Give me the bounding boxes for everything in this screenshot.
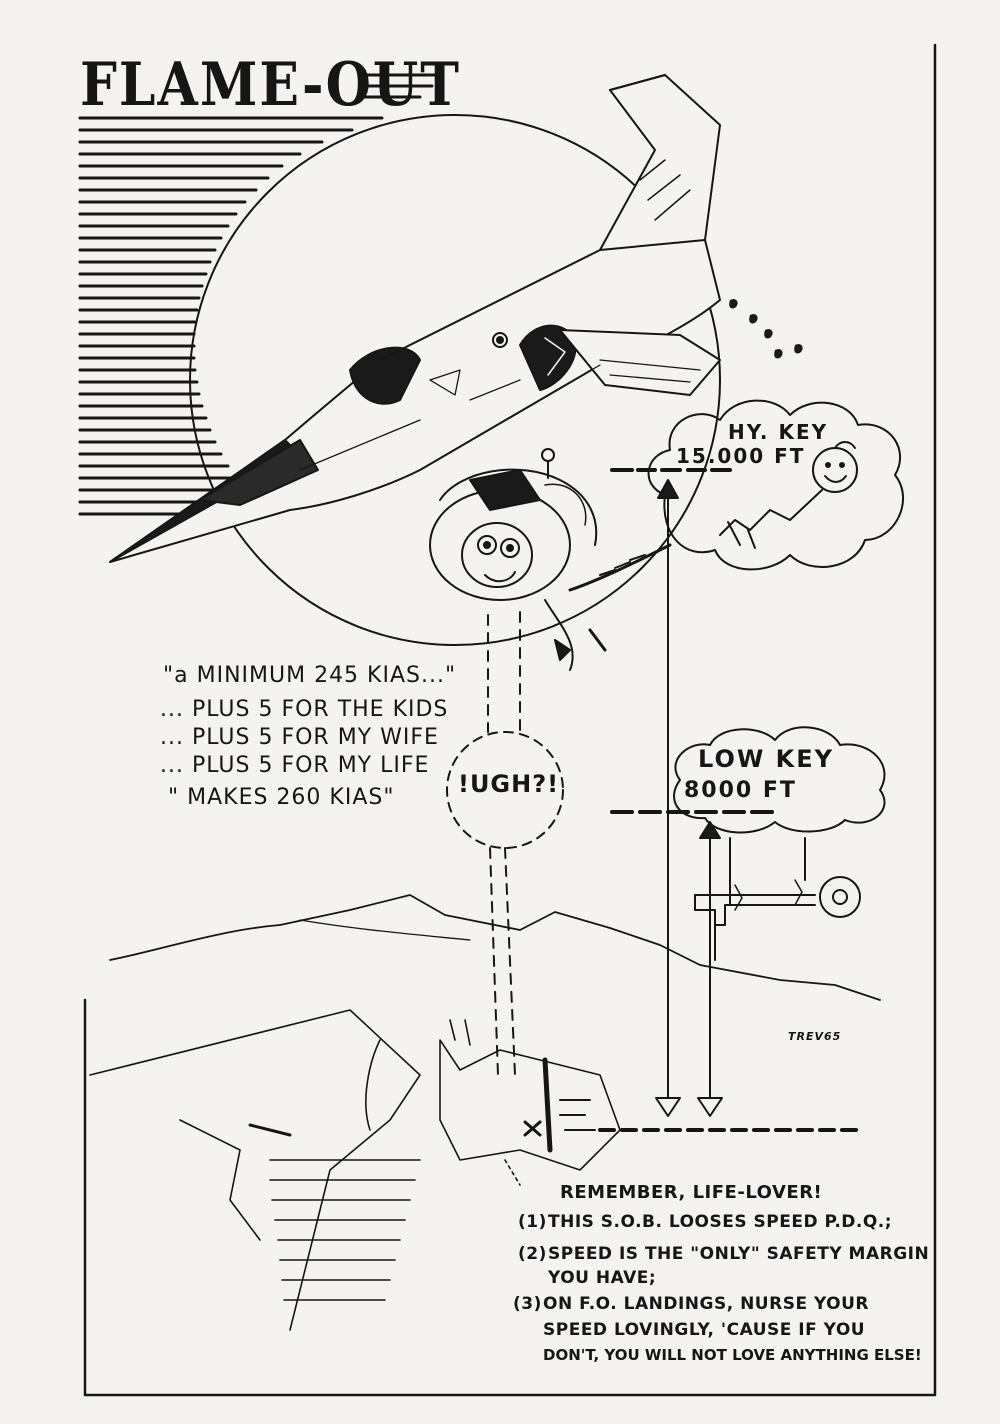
reminder-item-1-line: THIS S.O.B. LOOSES SPEED P.D.Q.; bbox=[548, 1212, 893, 1232]
reminder-item-number: (2) bbox=[518, 1244, 547, 1264]
high-key-label: HY. KEY bbox=[728, 420, 829, 444]
ugh-exclamation: !UGH?! bbox=[458, 770, 560, 798]
high-key-altitude: 15.000 FT bbox=[676, 444, 806, 468]
pilot-figure bbox=[429, 448, 672, 671]
ground-runway bbox=[89, 1009, 862, 1331]
sun-circle bbox=[189, 114, 721, 646]
fuel-drops bbox=[729, 299, 803, 359]
quote-line: ... PLUS 5 FOR MY WIFE bbox=[160, 725, 439, 750]
quote-line: " MAKES 260 KIAS" bbox=[168, 785, 395, 810]
reminder-item-3-line: ON F.O. LANDINGS, NURSE YOUR bbox=[543, 1294, 870, 1314]
reminder-item-2-line: SPEED IS THE "ONLY" SAFETY MARGIN bbox=[548, 1244, 930, 1264]
low-key-altitude: 8000 FT bbox=[684, 778, 797, 803]
quote-line: "a MINIMUM 245 KIAS..." bbox=[163, 663, 457, 688]
page-title: FLAME-OUT bbox=[80, 50, 461, 121]
reminder-heading: REMEMBER, LIFE-LOVER! bbox=[560, 1182, 823, 1203]
artist-signature: TREV65 bbox=[788, 1030, 842, 1043]
reminder-item-2-line: YOU HAVE; bbox=[548, 1268, 657, 1288]
low-key-character bbox=[694, 837, 861, 961]
quote-line: ... PLUS 5 FOR MY LIFE bbox=[160, 753, 430, 778]
reminder-item-3-number: 3 bbox=[521, 1294, 534, 1314]
reminder-item-1-number: 1 bbox=[526, 1212, 539, 1232]
dashed-guide-lines bbox=[487, 611, 521, 1076]
low-key-cloud bbox=[673, 726, 886, 834]
high-key-cloud bbox=[647, 399, 905, 571]
reminder-item-3-line: SPEED LOVINGLY, 'CAUSE IF YOU bbox=[543, 1320, 866, 1340]
reminder-item-number: (3) bbox=[513, 1294, 542, 1314]
low-key-label: LOW KEY bbox=[698, 745, 835, 773]
high-key-character bbox=[719, 441, 858, 549]
jet-fighter-drawing bbox=[109, 74, 721, 563]
mountains bbox=[109, 894, 881, 1001]
reminder-item-number: (1) bbox=[518, 1212, 547, 1232]
reminder-item-2-number: 2 bbox=[526, 1244, 539, 1264]
page-frame bbox=[83, 43, 937, 1397]
ugh-bubble bbox=[446, 731, 564, 849]
reminder-item-3-line: DON'T, YOU WILL NOT LOVE ANYTHING ELSE! bbox=[543, 1346, 922, 1364]
quote-line: ... PLUS 5 FOR THE KIDS bbox=[160, 697, 449, 722]
